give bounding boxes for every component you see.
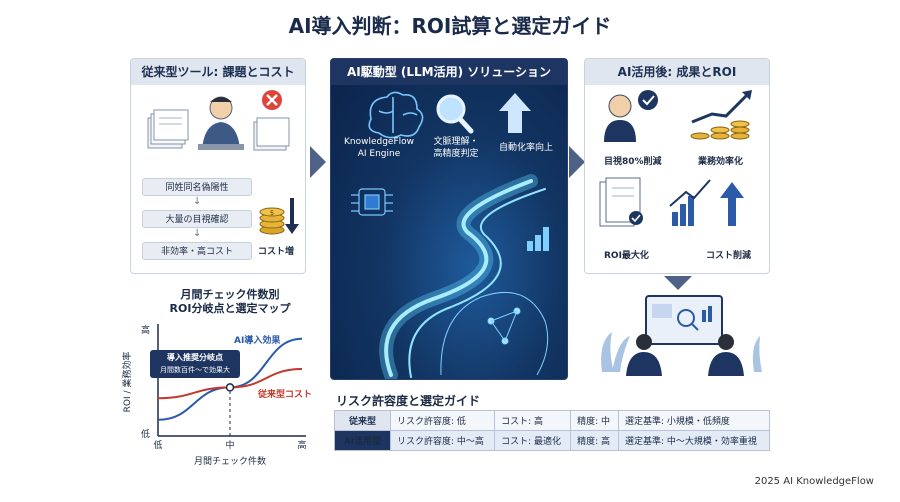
table-cell: リスク許容度: 低 bbox=[389, 410, 496, 431]
person-check-icon bbox=[604, 90, 658, 142]
table-cell: コスト: 最適化 bbox=[494, 430, 572, 451]
table-cell: 従来型 bbox=[334, 410, 391, 431]
analyst-right-icon bbox=[708, 334, 744, 376]
results-panel-header: AI活用後: 成果とROI bbox=[585, 59, 769, 85]
plant-icon bbox=[601, 332, 630, 372]
x-tick-label: 中 bbox=[225, 439, 234, 451]
coins-growth-icon bbox=[690, 90, 752, 140]
risk-guide-title: リスク許容度と選定ガイド bbox=[336, 394, 481, 408]
head-network-icon bbox=[440, 291, 549, 376]
flow-arrow-1 bbox=[310, 146, 326, 178]
footer-credit: 2025 AI KnowledgeFlow bbox=[754, 476, 874, 487]
risk-guide-table: 従来型 リスク許容度: 低 コスト: 高 精度: 中 選定基準: 小規模・低頻度… bbox=[334, 410, 771, 451]
table-cell: 選定基準: 小規模・低頻度 bbox=[617, 410, 771, 431]
table-cell: AI活用型 bbox=[334, 430, 391, 451]
chart-title-line-2: ROI分岐点と選定マップ bbox=[169, 302, 291, 315]
page-title: AI導入判断：ROI試算と選定ガイド bbox=[288, 14, 612, 38]
up-arrow-icon bbox=[499, 93, 531, 133]
breakeven-callout: 導入推奨分岐点 月間数百件〜で効果大 bbox=[150, 350, 240, 378]
result-label-3: ROI最大化 bbox=[604, 251, 649, 261]
callout-line-2: 月間数百件〜で効果大 bbox=[160, 366, 230, 374]
x-tick-label: 高 bbox=[297, 439, 306, 451]
table-cell: 精度: 中 bbox=[570, 410, 619, 431]
results-panel: AI活用後: 成果とROI bbox=[584, 58, 770, 274]
paper-stack-icon bbox=[147, 109, 189, 149]
chart-title-line-1: 月間チェック件数別 bbox=[180, 288, 280, 301]
stressed-worker-illustration bbox=[147, 90, 290, 151]
paper-stack-right-icon bbox=[253, 117, 290, 151]
analysts-illustration bbox=[601, 295, 762, 376]
breakeven-point bbox=[225, 383, 235, 392]
step-arrow-1: ↓ bbox=[193, 196, 202, 207]
callout-line-1: 導入推奨分岐点 bbox=[167, 353, 223, 362]
automation-label: 自動化率向上 bbox=[498, 143, 553, 153]
table-row: AI活用型 リスク許容度: 中〜高 コスト: 最適化 精度: 高 選定基準: 中… bbox=[334, 430, 771, 451]
chart-axes bbox=[157, 324, 306, 437]
chart-series bbox=[157, 337, 303, 421]
series-label: 従来型コスト bbox=[257, 388, 312, 400]
series-label: AI導入効果 bbox=[234, 334, 281, 346]
chip-icon bbox=[351, 188, 393, 216]
monitor-icon bbox=[645, 295, 723, 345]
result-label-4: コスト削減 bbox=[706, 251, 752, 261]
worker-icon bbox=[198, 96, 244, 150]
result-label-2: 業務効率化 bbox=[698, 157, 744, 167]
table-cell: コスト: 高 bbox=[494, 410, 572, 431]
x-axis-label: 月間チェック件数 bbox=[194, 455, 266, 467]
step-arrow-2: ↓ bbox=[193, 228, 202, 239]
document-check-icon bbox=[599, 177, 643, 227]
table-cell: リスク許容度: 中〜高 bbox=[389, 430, 496, 451]
brain-icon bbox=[368, 91, 424, 139]
table-cell: 精度: 高 bbox=[570, 430, 619, 451]
chart-title: 月間チェック件数別 ROI分岐点と選定マップ bbox=[140, 288, 320, 316]
growth-chart-arrow-icon bbox=[669, 179, 744, 226]
bar-chart-icon bbox=[527, 227, 549, 251]
cost-increase-label: コスト増 bbox=[258, 247, 295, 257]
roi-chart: 低中高高低月間チェック件数ROI / 業務効率AI導入効果従来型コスト bbox=[121, 324, 312, 467]
flow-arrow-2 bbox=[569, 146, 585, 178]
results-illustration bbox=[599, 90, 752, 227]
x-tick-label: 低 bbox=[153, 439, 162, 451]
understanding-label: 文脈理解・ 高精度判定 bbox=[433, 137, 479, 159]
engine-label: KnowledgeFlow AI Engine bbox=[343, 137, 415, 159]
flow-arrow-down bbox=[664, 276, 692, 290]
y-tick-label: 低 bbox=[141, 428, 150, 440]
ai-panel-header: AI駆動型 (LLM活用) ソリューション bbox=[331, 59, 567, 85]
legacy-step-1: 同姓同名偽陽性 bbox=[142, 178, 252, 196]
plant-right-icon bbox=[752, 336, 762, 372]
table-row: 従来型 リスク許容度: 低 コスト: 高 精度: 中 選定基準: 小規模・低頻度 bbox=[334, 410, 771, 431]
magnifier-icon bbox=[436, 94, 474, 134]
light-path bbox=[379, 174, 546, 379]
legacy-step-2: 大量の目視確認 bbox=[142, 210, 252, 228]
y-tick-label: 高 bbox=[141, 324, 150, 336]
table-cell: 選定基準: 中〜大規模・効率重視 bbox=[617, 430, 771, 451]
error-x-icon bbox=[262, 90, 282, 110]
ai-solution-illustration bbox=[351, 91, 549, 379]
analyst-left-icon bbox=[626, 334, 662, 376]
y-axis-label: ROI / 業務効率 bbox=[121, 352, 133, 413]
svg-text:$: $ bbox=[270, 209, 274, 217]
cost-coins-icon: $ bbox=[259, 198, 299, 235]
legacy-step-3: 非効率・高コスト bbox=[142, 242, 252, 260]
legacy-panel-header: 従来型ツール: 課題とコスト bbox=[131, 59, 305, 85]
chart-labels: 低中高高低月間チェック件数ROI / 業務効率AI導入効果従来型コスト bbox=[121, 324, 312, 467]
result-label-1: 目視80%削減 bbox=[604, 157, 662, 167]
